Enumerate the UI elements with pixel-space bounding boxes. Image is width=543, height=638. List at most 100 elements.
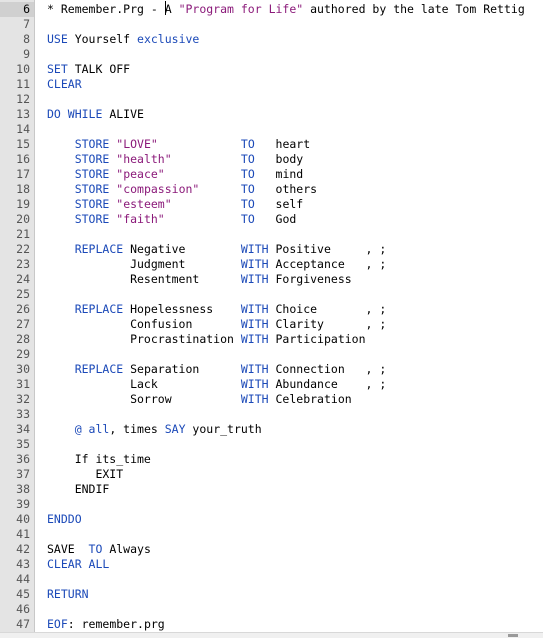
keyword-token: USE: [47, 32, 68, 46]
keyword-token: SAY: [164, 422, 186, 436]
text-token: Sorrow: [47, 392, 241, 406]
string-token: "esteem": [116, 197, 172, 211]
text-token: [199, 182, 241, 196]
keyword-token: EOF: [47, 617, 68, 631]
code-line[interactable]: STORE "LOVE" TO heart: [47, 137, 310, 152]
code-line[interactable]: USE Yourself exclusive: [47, 32, 199, 47]
line-number: 15: [16, 137, 30, 151]
line-number: 9: [23, 47, 30, 61]
text-token: God: [254, 212, 297, 226]
keyword-token: TO: [240, 182, 255, 196]
line-number: 33: [16, 407, 30, 421]
code-line[interactable]: CLEAR: [47, 77, 82, 92]
keyword-token: STORE: [74, 167, 110, 181]
line-number: 25: [16, 287, 30, 301]
keyword-token: WITH: [240, 332, 269, 346]
code-line[interactable]: STORE "faith" TO God: [47, 212, 297, 227]
code-line[interactable]: @ all, times SAY your_truth: [47, 422, 262, 437]
code-line[interactable]: * Remember.Prg - A "Program for Life" au…: [47, 2, 525, 17]
keyword-token: WITH: [240, 272, 269, 286]
text-token: : remember.prg: [67, 617, 165, 631]
line-number: 41: [16, 527, 30, 541]
code-line[interactable]: Confusion WITH Clarity , ;: [47, 317, 386, 332]
keyword-token: REPLACE: [74, 302, 124, 316]
keyword-token: WITH: [240, 257, 269, 271]
code-line[interactable]: EOF: remember.prg: [47, 617, 165, 632]
text-token: [165, 212, 241, 226]
keyword-token: ENDDO: [47, 512, 82, 526]
text-token: [47, 302, 75, 316]
scrollbar-grip-icon[interactable]: [508, 634, 518, 637]
code-line[interactable]: SET TALK OFF: [47, 62, 130, 77]
code-line[interactable]: RETURN: [47, 587, 89, 602]
text-token: mind: [254, 167, 304, 181]
text-token: [172, 152, 241, 166]
keyword-token: RETURN: [47, 587, 89, 601]
code-line[interactable]: REPLACE Separation WITH Connection , ;: [47, 362, 387, 377]
code-line[interactable]: EXIT: [47, 467, 123, 482]
line-number: 6: [0, 2, 34, 17]
line-number: 37: [16, 467, 30, 481]
text-token: If its_time: [47, 452, 151, 466]
text-token: * Remember.Prg - A: [47, 2, 179, 16]
keyword-token: CLEAR: [47, 77, 82, 91]
line-number: 42: [16, 542, 30, 556]
text-token: , times: [109, 422, 165, 436]
code-line[interactable]: Sorrow WITH Celebration: [47, 392, 352, 407]
line-number: 19: [16, 197, 30, 211]
text-token: Always: [102, 542, 151, 556]
code-line[interactable]: STORE "peace" TO mind: [47, 167, 304, 182]
text-token: Celebration: [268, 392, 352, 406]
text-token: [165, 167, 241, 181]
text-token: [47, 137, 75, 151]
code-line[interactable]: STORE "health" TO body: [47, 152, 304, 167]
keyword-token: WITH: [240, 377, 269, 391]
line-number: 39: [16, 497, 30, 511]
string-token: "compassion": [116, 182, 200, 196]
code-area[interactable]: [35, 0, 543, 632]
keyword-token: TO: [240, 197, 255, 211]
keyword-token: WITH: [240, 392, 269, 406]
code-line[interactable]: Lack WITH Abundance , ;: [47, 377, 386, 392]
line-number: 12: [16, 92, 30, 106]
text-token: [172, 197, 241, 211]
keyword-token: SET: [47, 62, 68, 76]
line-number: 21: [16, 227, 30, 241]
code-line[interactable]: STORE "esteem" TO self: [47, 197, 304, 212]
text-token: [47, 167, 75, 181]
text-token: Acceptance , ;: [268, 257, 387, 271]
code-line[interactable]: Judgment WITH Acceptance , ;: [47, 257, 386, 272]
line-number: 30: [16, 362, 30, 376]
text-token: Abundance , ;: [268, 377, 387, 391]
text-token: Forgiveness: [268, 272, 352, 286]
line-number: 46: [16, 602, 30, 616]
text-token: Participation: [268, 332, 366, 346]
keyword-token: WITH: [240, 317, 269, 331]
code-line[interactable]: Procrastination WITH Participation: [47, 332, 366, 347]
code-line[interactable]: CLEAR ALL: [47, 557, 109, 572]
line-number: 17: [16, 167, 30, 181]
text-token: [47, 362, 75, 376]
keyword-token: TO: [240, 152, 255, 166]
text-token: Confusion: [47, 317, 241, 331]
code-line[interactable]: REPLACE Hopelessness WITH Choice , ;: [47, 302, 387, 317]
code-line[interactable]: If its_time: [47, 452, 151, 467]
code-line[interactable]: ENDDO: [47, 512, 82, 527]
horizontal-scrollbar[interactable]: [0, 632, 543, 638]
code-line[interactable]: SAVE TO Always: [47, 542, 151, 557]
code-line[interactable]: REPLACE Negative WITH Positive , ;: [47, 242, 387, 257]
line-number: 16: [16, 152, 30, 166]
text-token: [47, 242, 75, 256]
keyword-token: STORE: [74, 152, 110, 166]
text-token: [47, 422, 75, 436]
line-number: 43: [16, 557, 30, 571]
code-line[interactable]: ENDIF: [47, 482, 110, 497]
code-line[interactable]: STORE "compassion" TO others: [47, 182, 317, 197]
code-line[interactable]: DO WHILE ALIVE: [47, 107, 144, 122]
code-line[interactable]: Resentment WITH Forgiveness: [47, 272, 352, 287]
line-number: 20: [16, 212, 30, 226]
line-number: 31: [16, 377, 30, 391]
text-token: heart: [254, 137, 311, 151]
